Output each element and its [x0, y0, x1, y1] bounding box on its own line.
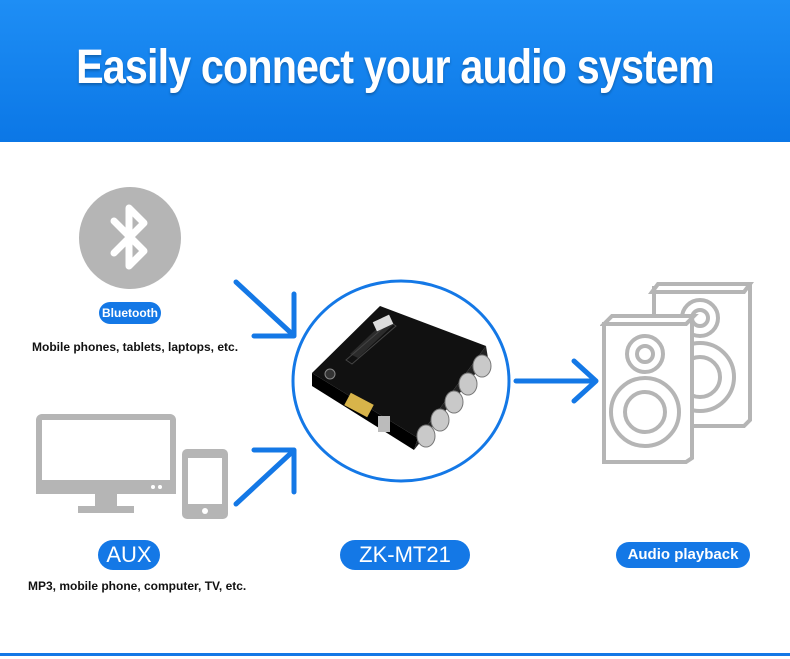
device-label: ZK-MT21	[340, 540, 470, 570]
speaker-icon	[600, 282, 754, 464]
bluetooth-caption: Mobile phones, tablets, laptops, etc.	[32, 340, 239, 354]
footer-divider	[0, 653, 790, 656]
monitor-phone-icon	[36, 414, 228, 519]
arrow-up-right-icon	[233, 447, 297, 507]
aux-caption: MP3, mobile phone, computer, TV, etc.	[28, 579, 247, 593]
arrow-right-icon	[513, 358, 599, 404]
amplifier-board-image	[291, 279, 511, 483]
aux-label: AUX	[98, 540, 160, 570]
output-label: Audio playback	[616, 542, 750, 568]
arrow-down-right-icon	[233, 279, 297, 339]
banner-title: Easily connect your audio system	[76, 41, 715, 94]
header-banner: Easily connect your audio system	[0, 0, 790, 142]
bluetooth-label: Bluetooth	[99, 302, 161, 324]
bluetooth-icon	[79, 187, 181, 289]
